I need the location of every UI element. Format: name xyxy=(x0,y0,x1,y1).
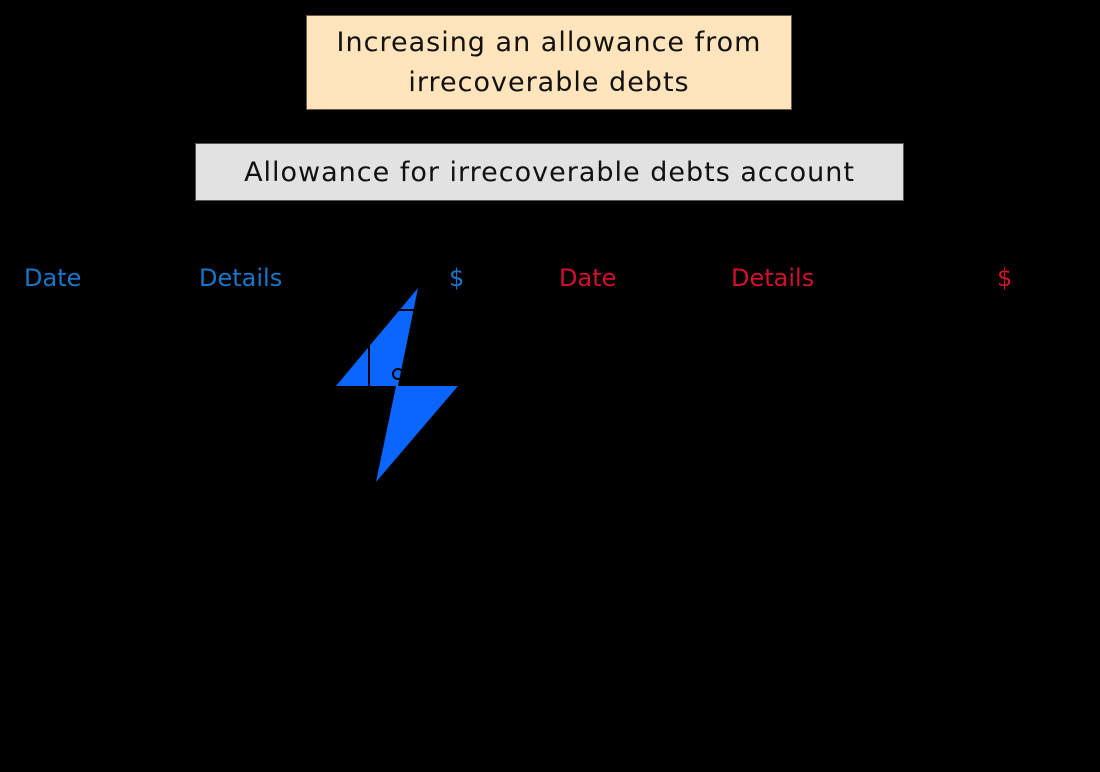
credit-date-header: Date xyxy=(559,264,617,292)
debit-date-header: Date xyxy=(24,264,82,292)
debit-amount-header: $ xyxy=(449,264,465,292)
lightning-bolt-icon xyxy=(334,288,460,484)
account-name-box: Allowance for irrecoverable debts accoun… xyxy=(195,143,904,201)
account-name: Allowance for irrecoverable debts accoun… xyxy=(244,156,855,188)
title-line-2: irrecoverable debts xyxy=(408,66,690,98)
diagram-title: Increasing an allowance from irrecoverab… xyxy=(306,15,792,110)
title-line-1: Increasing an allowance from xyxy=(336,26,762,58)
credit-amount-header: $ xyxy=(997,264,1013,292)
debit-details-header: Details xyxy=(199,264,283,292)
credit-details-header: Details xyxy=(731,264,815,292)
